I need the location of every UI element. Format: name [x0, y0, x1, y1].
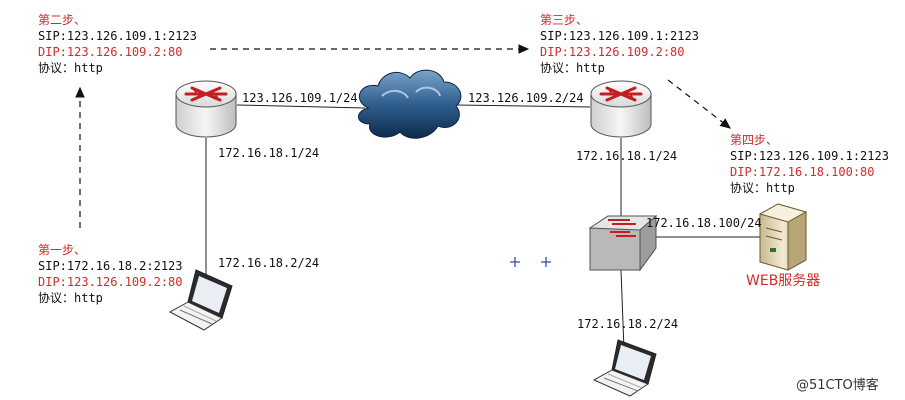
ip-server: 172.16.18.100/24 — [646, 216, 762, 230]
step1-sip: SIP:172.16.18.2:2123 — [38, 259, 183, 273]
step4-title: 第四步、 — [730, 133, 779, 147]
step1-block: 第一步、 SIP:172.16.18.2:2123 DIP:123.126.10… — [38, 242, 183, 306]
step2-dip: DIP:123.126.109.2:80 — [38, 45, 183, 59]
step1-title: 第一步、 — [38, 243, 87, 257]
ip-laptop-right: 172.16.18.2/24 — [577, 317, 679, 331]
step4-block: 第四步、 SIP:123.126.109.1:2123 DIP:172.16.1… — [730, 132, 889, 196]
step2-sip: SIP:123.126.109.1:2123 — [38, 29, 197, 43]
ip-laptop-left: 172.16.18.2/24 — [218, 256, 320, 270]
step2-proto: 协议：http — [38, 61, 103, 75]
ip-router-right-lan: 172.16.18.1/24 — [576, 149, 678, 163]
links — [205, 104, 760, 351]
watermark: @51CTO博客 — [796, 378, 879, 393]
internet-cloud-icon — [358, 69, 462, 139]
ip-router-left-lan: 172.16.18.1/24 — [218, 146, 320, 160]
step2-title: 第二步、 — [38, 13, 87, 27]
web-server-label: WEB服务器 — [746, 273, 821, 289]
step3-title: 第三步、 — [540, 13, 589, 27]
ip-router-left-wan: 123.126.109.1/24 — [242, 91, 358, 105]
flow-arrows — [75, 44, 731, 228]
step1-dip: DIP:123.126.109.2:80 — [38, 275, 183, 289]
step3-block: 第三步、 SIP:123.126.109.1:2123 DIP:123.126.… — [540, 12, 699, 76]
link-switch-laptop — [620, 269, 625, 351]
step3-sip: SIP:123.126.109.1:2123 — [540, 29, 699, 43]
step3-dip: DIP:123.126.109.2:80 — [540, 45, 685, 59]
link-left-router-cloud — [236, 104, 366, 109]
laptop-right-icon — [592, 339, 657, 397]
switch-icon — [588, 214, 658, 272]
step4-proto: 协议：http — [730, 181, 795, 195]
plus-marks — [510, 257, 551, 267]
ip-router-right-wan: 123.126.109.2/24 — [468, 91, 584, 105]
arrow-step3-to-step4 — [667, 79, 731, 129]
web-server-icon — [758, 203, 808, 271]
router-left-icon — [175, 80, 237, 138]
step4-sip: SIP:123.126.109.1:2123 — [730, 149, 889, 163]
step2-block: 第二步、 SIP:123.126.109.1:2123 DIP:123.126.… — [38, 12, 197, 76]
laptop-left-icon — [168, 269, 233, 331]
step3-proto: 协议：http — [540, 61, 605, 75]
router-right-icon — [590, 80, 652, 138]
step1-proto: 协议：http — [38, 291, 103, 305]
step4-dip: DIP:172.16.18.100:80 — [730, 165, 875, 179]
link-cloud-right-router — [454, 104, 591, 108]
